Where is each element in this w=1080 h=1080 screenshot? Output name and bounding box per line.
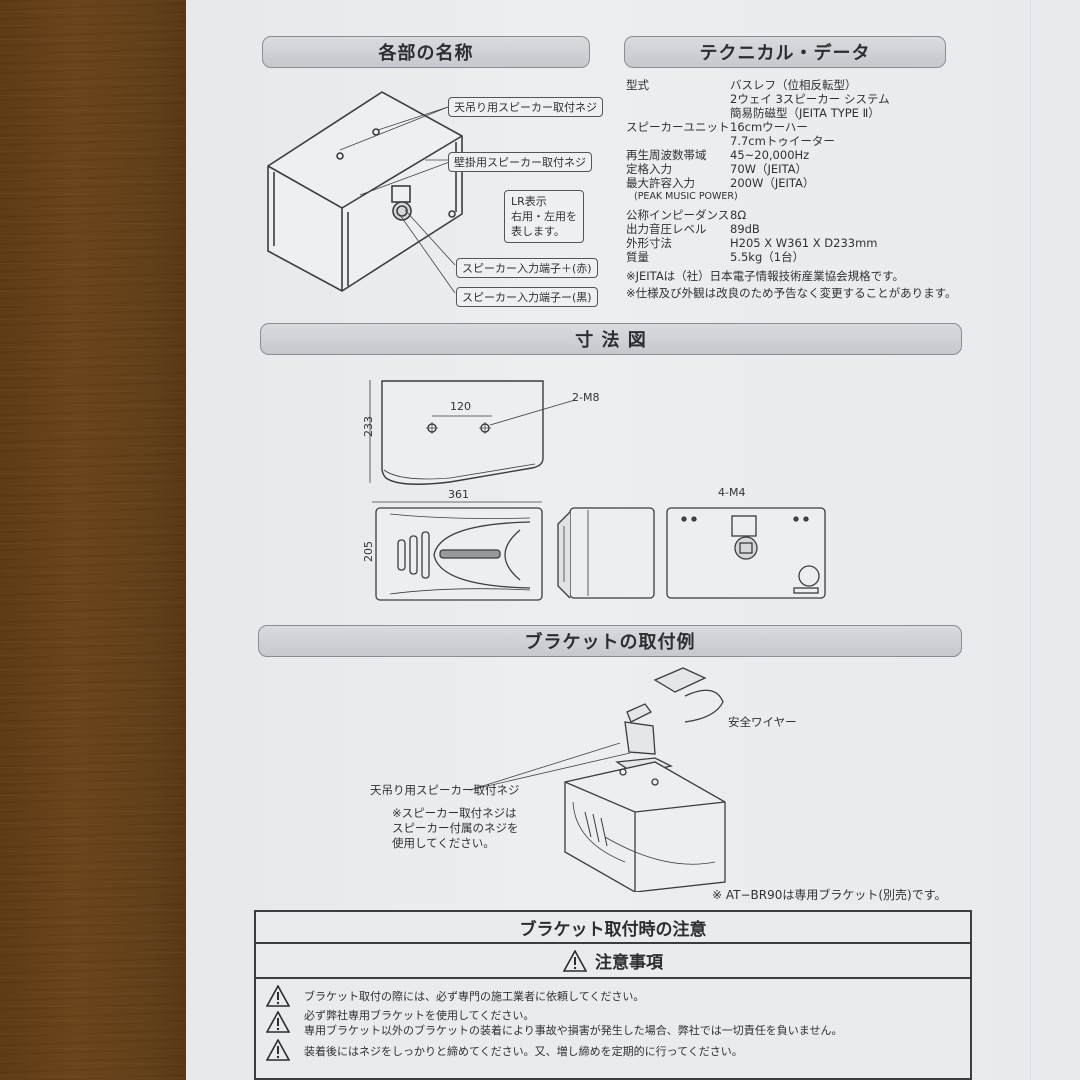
bracket-leader-lines (470, 742, 631, 791)
label-bracket-ceiling-screw: 天吊り用スピーカー取付ネジ (370, 783, 520, 797)
warning-triangle-icon (266, 1039, 290, 1061)
bracket-mounting-drawing (545, 662, 745, 892)
spec-note-jeita: ※JEITAは（社）日本電子情報技術産業協会規格です。 (626, 269, 905, 283)
label-lr-indicator: LR表示 右用・左用を 表します。 (504, 190, 584, 243)
label-ceiling-screw: 天吊り用スピーカー取付ネジ (448, 97, 603, 117)
label-safety-wire: 安全ワイヤー (728, 715, 797, 729)
bracket-screw-note: ※スピーカー取付ネジは スピーカー付属のネジを 使用してください。 (392, 806, 519, 850)
caution-line-2: 必ず弊社専用ブラケットを使用してください。 (304, 1009, 535, 1022)
dim-hole-spacing: 120 (450, 400, 471, 413)
bracket-caution-table: ブラケット取付時の注意 注意事項 ブラケット取付の際には、必ず専門の施工業者に依… (254, 910, 972, 1080)
caution-line-4: 装着後にはネジをしっかりと締めてください。又、増し締めを定期的に行ってください。 (304, 1045, 743, 1058)
front-view-drawing (370, 500, 545, 605)
spec-peak-music-power: (PEAK MUSIC POWER) (634, 191, 738, 202)
label-wall-screw: 壁掛用スピーカー取付ネジ (448, 152, 592, 172)
rear-view-drawing (664, 506, 829, 601)
warning-triangle-icon (266, 1011, 290, 1033)
caution-body: ブラケット取付の際には、必ず専門の施工業者に依頼してください。 必ず弊社専用ブラ… (256, 979, 970, 1065)
page-fold-line (1030, 0, 1031, 1080)
bracket-sold-separately-note: ※ AT−BR90は専用ブラケット(別売)です。 (712, 888, 947, 902)
label-terminal-plus: スピーカー入力端子＋(赤) (456, 258, 598, 278)
spec-row-model: 型式バスレフ（位相反転型）2ウェイ 3スピーカー システム簡易防磁型（JEITA… (626, 78, 890, 120)
section-header-tech-data: テクニカル・データ (624, 36, 946, 68)
dim-rear-screw: 4-M4 (718, 486, 746, 499)
dim-width-top: 361 (448, 488, 469, 501)
dim-depth: 233 (362, 416, 375, 437)
label-terminal-minus: スピーカー入力端子ー(黒) (456, 287, 598, 307)
dim-top-screw: 2-M8 (572, 391, 600, 404)
part-leader-lines (339, 106, 456, 294)
spec-note-changes: ※仕様及び外観は改良のため予告なく変更することがあります。 (626, 286, 957, 300)
tech-spec-table: 型式バスレフ（位相反転型）2ウェイ 3スピーカー システム簡易防磁型（JEITA… (626, 78, 966, 302)
dim-height: 205 (362, 541, 375, 562)
caution-line-3: 専用ブラケット以外のブラケットの装着により事故や損害が発生した場合、弊社では一切… (304, 1024, 843, 1037)
side-view-drawing (552, 506, 657, 601)
speaker-isometric-drawing (262, 86, 472, 296)
caution-title: ブラケット取付時の注意 (256, 912, 970, 944)
section-header-bracket-example: ブラケットの取付例 (258, 625, 962, 657)
caution-subtitle-row: 注意事項 (256, 944, 970, 979)
section-header-part-names: 各部の名称 (262, 36, 590, 68)
wooden-table-background (0, 0, 186, 1080)
warning-triangle-icon (266, 985, 290, 1007)
warning-triangle-icon (563, 949, 587, 972)
section-header-dimensions: 寸 法 図 (260, 323, 962, 355)
top-view-drawing (360, 378, 620, 488)
caution-line-1: ブラケット取付の際には、必ず専門の施工業者に依頼してください。 (304, 990, 645, 1003)
